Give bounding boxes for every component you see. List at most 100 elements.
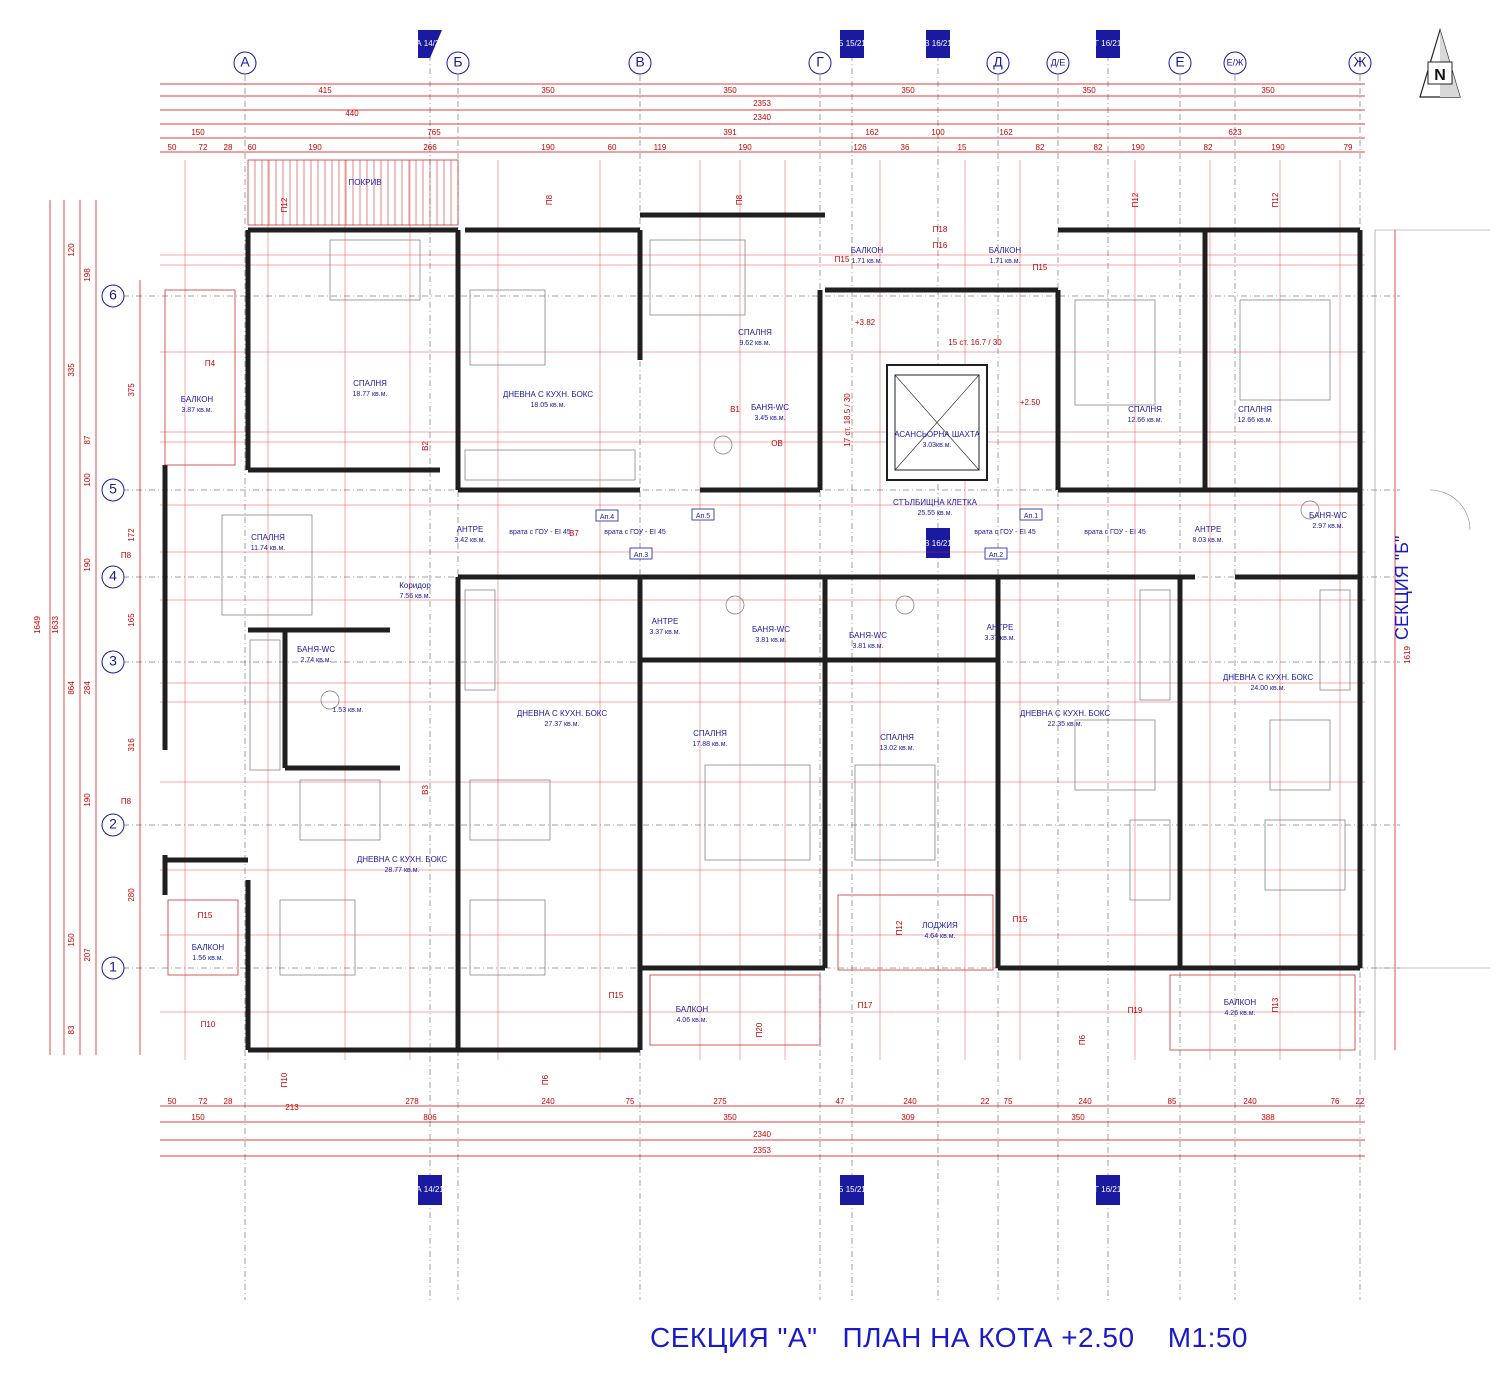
dimension-lines-left: 1649 1633 120 198 335 375 87 100 172 190… [33,200,141,1055]
plan-text: П6 [1078,1034,1087,1045]
plan-text: Ж [1354,54,1367,70]
plan-text: 1619 [1403,646,1412,664]
plan-text: 36 [901,143,910,152]
room-area: 2.74 кв.м. [300,657,331,664]
plan-text: 350 [723,1113,737,1122]
plan-text: 207 [83,948,92,962]
room-area: 2.97 кв.м. [1312,523,1343,530]
room-area: 3.42 кв.м. [454,537,485,544]
plan-text: В7 [569,529,579,538]
room-area: 1.71 кв.м. [851,258,882,265]
room-label: АНТРЕ [457,525,484,534]
plan-text: 83 [67,1025,76,1034]
plan-text: 6 [109,287,117,303]
plan-text: 350 [1082,86,1096,95]
plan-text: 278 [405,1097,419,1106]
room-area: 24.00 кв.м. [1251,685,1286,692]
axis-bubbles-top: А Б В Г Д Д/Е Е Е/Ж Ж [233,51,1372,75]
room-area: 1.53 кв.м. [332,707,363,714]
section-markers: А 14/21 Б 15/21 В 16/21 Г 16/21 А 14/21 … [416,30,1122,1205]
neighbour-section [1374,229,1490,1060]
door-notes: врата с ГОУ - EI 45 врата с ГОУ - EI 45 … [509,529,1146,536]
room-label: АНТРЕ [987,623,1014,632]
plan-text: Е [1175,54,1184,70]
section-marker-b-bottom: Б 15/21 [838,1175,866,1205]
plan-text: 75 [626,1097,635,1106]
plan-text: П8 [121,551,132,560]
room-label: БАНЯ-WC [752,625,790,634]
room-label: БАНЯ-WC [1309,511,1347,520]
room-label: АНТРЕ [1195,525,1222,534]
plan-text: 275 [713,1097,727,1106]
plan-text: П8 [735,194,744,205]
plan-text: 375 [127,383,136,397]
room-area: 28.77 кв.м. [385,867,420,874]
plan-text: 623 [1228,128,1242,137]
room-area: 12.66 кв.м. [1238,417,1273,424]
plan-text: N [1434,67,1446,84]
plan-text: П15 [198,911,213,920]
room-label: АСАНСЬОРНА ШАХТА [894,430,980,439]
room-area: 13.02 кв.м. [880,745,915,752]
plan-text: П15 [1033,263,1048,272]
room-area: 18.05 кв.м. [531,402,566,409]
plan-text: 190 [738,143,752,152]
plan-text: 2340 [753,1130,771,1139]
section-marker-a-top: А 14/21 [416,30,444,58]
plan-text: Г [816,54,824,70]
room-area: 17.88 кв.м. [693,741,728,748]
plan-text: 198 [83,268,92,282]
plan-text: 2353 [753,1146,771,1155]
plan-text: 72 [199,1097,208,1106]
plan-text: 79 [1344,143,1353,152]
plan-text: Ап.3 [634,552,648,559]
furniture [221,239,1351,976]
room-area: 7.56 кв.м. [399,593,430,600]
plan-text: 806 [423,1113,437,1122]
plan-text: В 16/21 [924,39,952,48]
plan-text: 82 [1036,143,1045,152]
plan-text: 280 [127,888,136,902]
room-labels: ПОКРИВ СПАЛНЯ 18.77 кв.м. ДНЕВНА С КУХН.… [181,178,1347,1024]
room-label: СПАЛНЯ [353,379,387,388]
plan-text: 15 ст. 16.7 / 30 [948,338,1002,347]
room-label: БАЛКОН [989,246,1022,255]
room-label: ДНЕВНА С КУХН. БОКС [1223,673,1314,682]
room-label: СПАЛНЯ [1128,405,1162,414]
plan-text: П15 [609,991,624,1000]
plan-text: 240 [1078,1097,1092,1106]
room-area: 4.26 кв.м. [1224,1010,1255,1017]
room-area: 8.03 кв.м. [1192,537,1223,544]
section-marker-v-top: В 16/21 [924,30,952,58]
room-label: СТЪЛБИЩНА КЛЕТКА [893,498,978,507]
plan-text: 765 [427,128,441,137]
plan-text: П8 [545,194,554,205]
section-marker-b-top: Б 15/21 [838,30,866,58]
plan-text: 28 [224,1097,233,1106]
plan-text: В3 [421,785,430,795]
room-label: БАНЯ-WC [849,631,887,640]
plan-text: 415 [318,86,332,95]
plan-text: 309 [901,1113,915,1122]
plan-text: 440 [345,109,359,118]
plan-text: 75 [1004,1097,1013,1106]
dimension-lines-top: 415 350 350 350 350 350 2353 440 2340 15… [160,83,1365,153]
plan-text: 350 [541,86,555,95]
plan-text: 15 [958,143,967,152]
plan-text: 240 [541,1097,555,1106]
plan-text: 2340 [753,113,771,122]
room-label: БАНЯ-WC [751,403,789,412]
plan-text: Г 16/21 [1095,39,1122,48]
plan-text: 100 [931,128,945,137]
plan-text: П15 [1013,915,1028,924]
room-area: 12.66 кв.м. [1128,417,1163,424]
detail-red-lines [160,160,1365,1060]
dimension-lines-bottom: 50 72 28 213 278 240 75 275 47 240 22 75… [160,1097,1365,1157]
plan-text: +3.82 [855,318,876,327]
room-label: БАНЯ-WC [297,645,335,654]
plan-text: ОВ [771,439,783,448]
plan-text: 391 [723,128,737,137]
room-label: БАЛКОН [192,943,225,952]
plan-text: 350 [1261,86,1275,95]
plan-text: 1649 [33,616,42,634]
